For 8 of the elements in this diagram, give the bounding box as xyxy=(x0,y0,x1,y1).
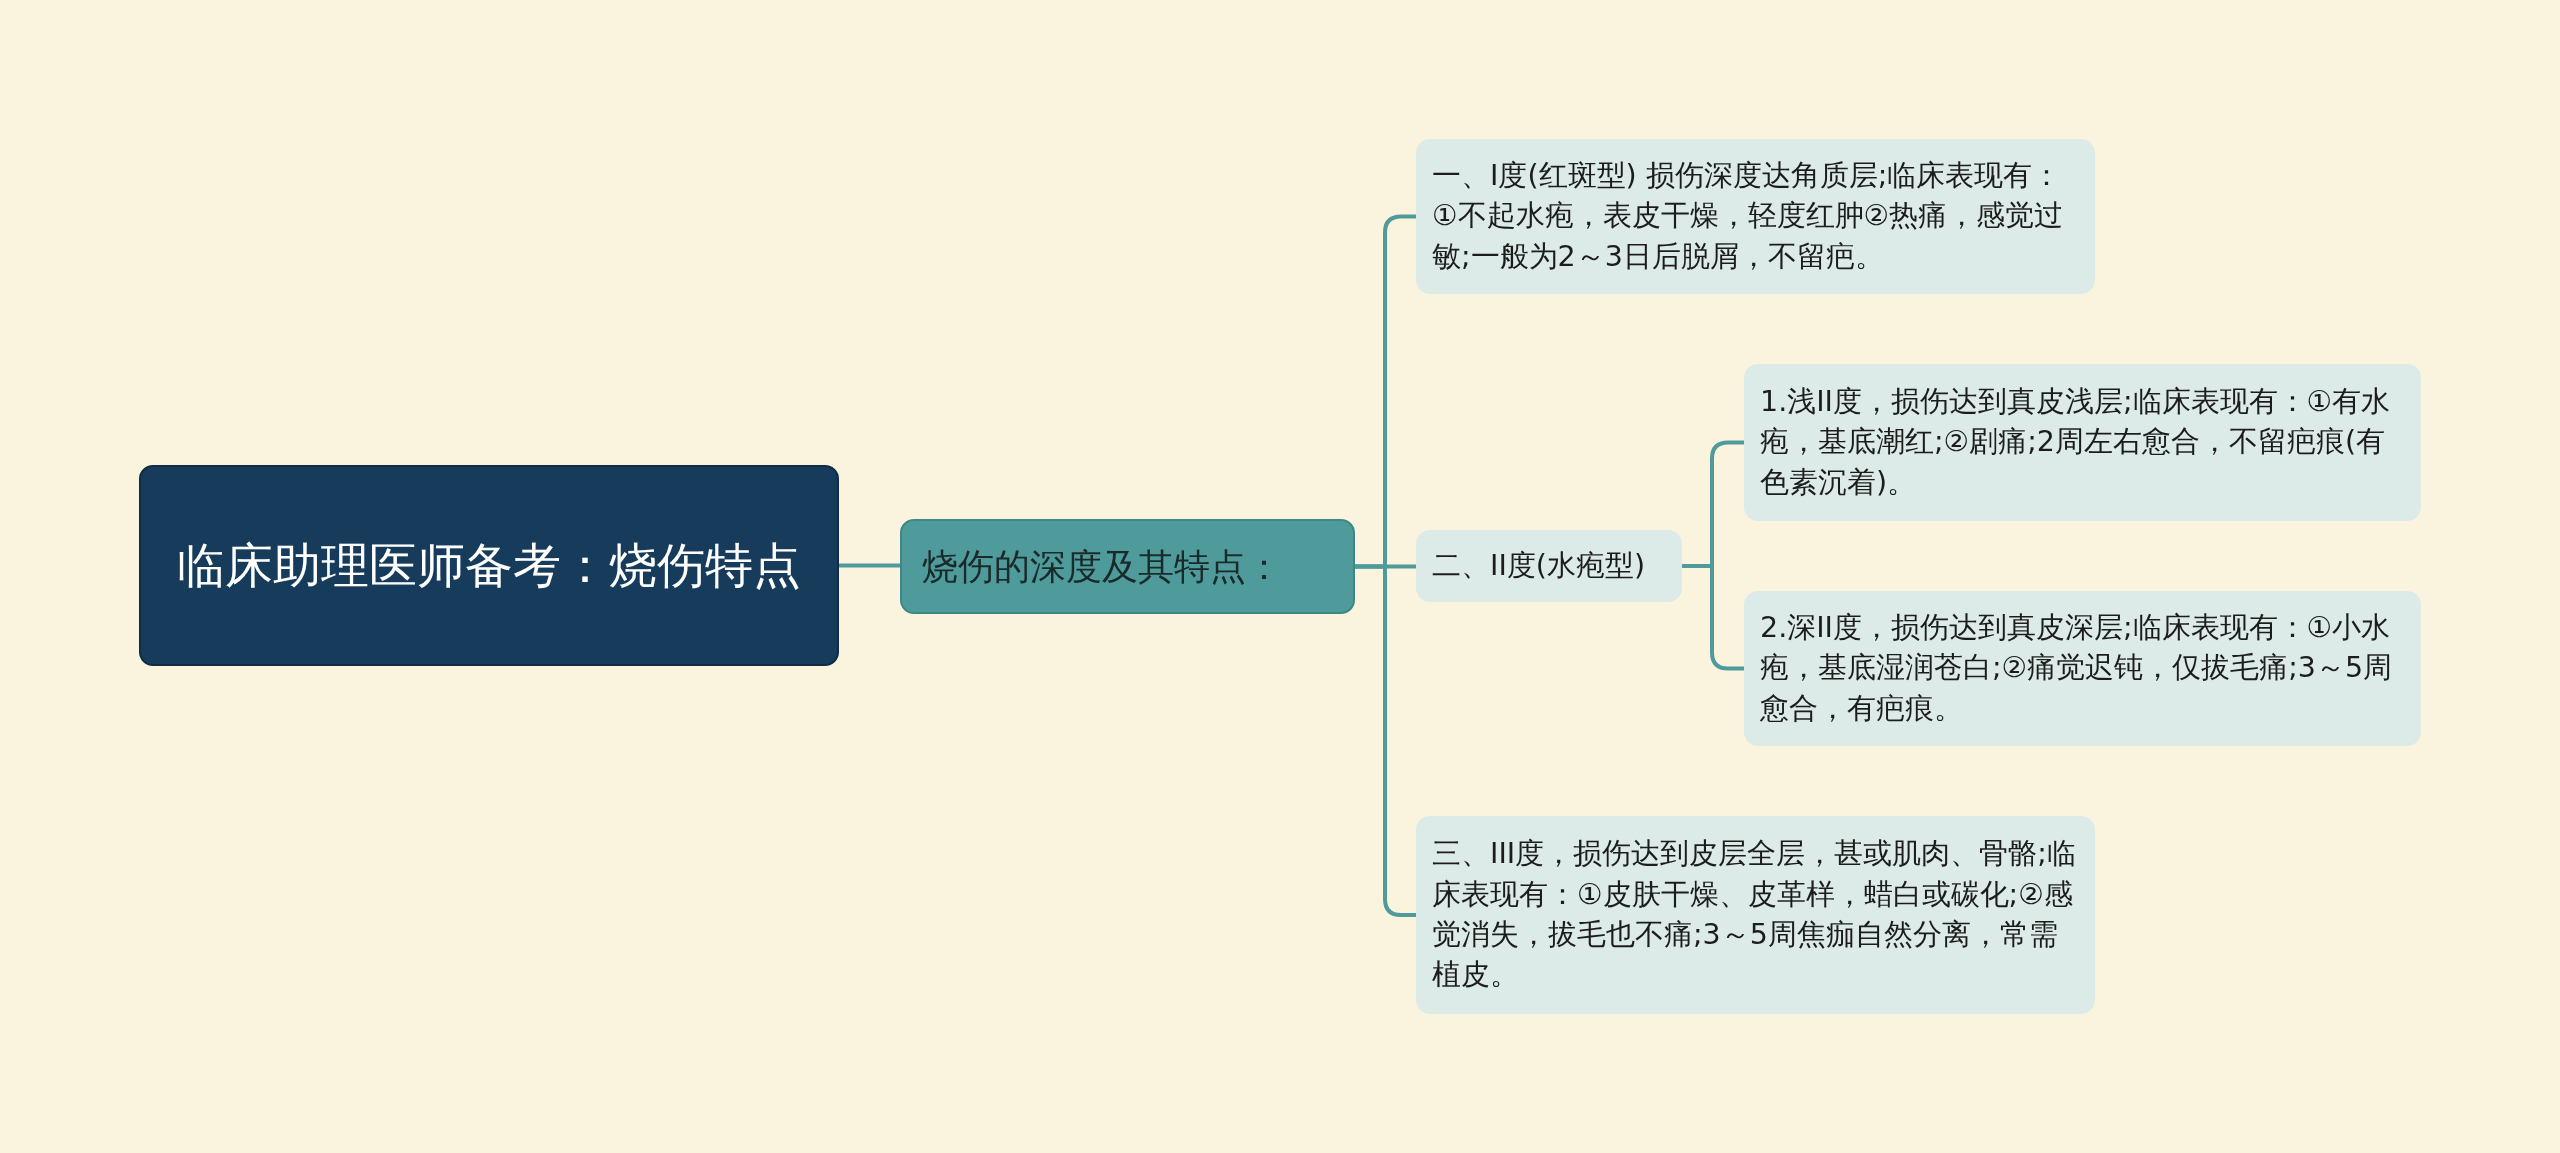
connector-line xyxy=(839,563,900,568)
detail-box: 一、I度(红斑型) 损伤深度达角质层;临床表现有：①不起水疱，表皮干燥，轻度红肿②热痛，感觉过敏;一般为2～3日后脱屑，不留疤。 xyxy=(1416,139,2095,294)
subtopic-box: 烧伤的深度及其特点： xyxy=(900,519,1355,614)
detail-box: 1.浅II度，损伤达到真皮浅层;临床表现有：①有水疱，基底潮红;②剧痛;2周左右愈合，不留疤痕(有色素沉着)。 xyxy=(1744,364,2421,521)
topic-box: 临床助理医师备考：烧伤特点 xyxy=(139,465,839,666)
detail-box: 三、III度，损伤达到皮层全层，甚或肌肉、骨骼;临床表现有：①皮肤干燥、皮革样，蜡白或碳化;②感觉消失，拔毛也不痛;3～5周焦痂自然分离，常需植皮。 xyxy=(1416,816,2095,1014)
detail-box: 2.深II度，损伤达到真皮深层;临床表现有：①小水疱，基底湿润苍白;②痛觉迟钝，仅拔毛痛;3～5周愈合，有疤痕。 xyxy=(1744,591,2421,746)
detail-box: 二、II度(水疱型) xyxy=(1416,530,1682,602)
